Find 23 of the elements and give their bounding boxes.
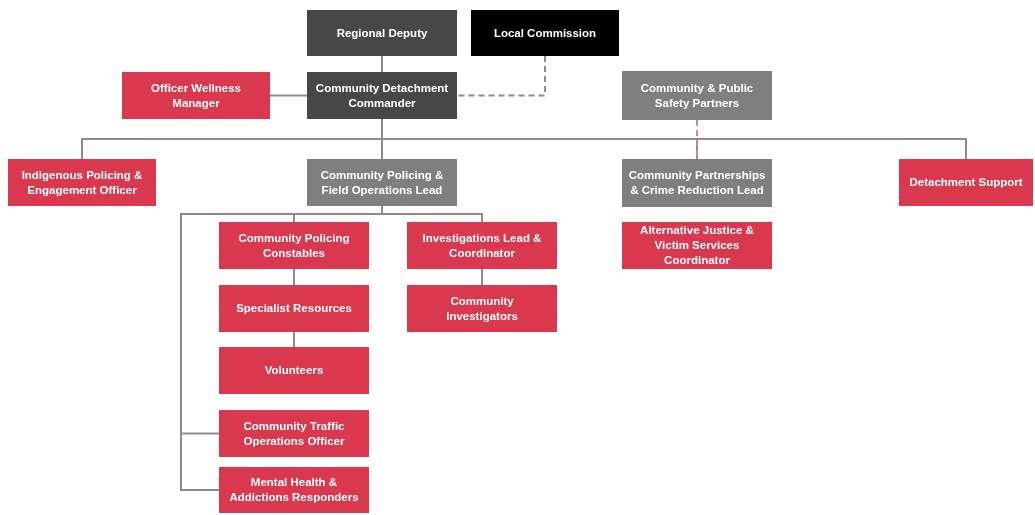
role-box: Regional Deputy [307, 10, 457, 56]
role-box: Specialist Resources [219, 285, 369, 332]
role-box: Community Investigators [407, 285, 557, 332]
role-box: Community Detachment Commander [307, 72, 457, 119]
role-box: Detachment Support [899, 159, 1033, 206]
role-box: Alternative Justice & Victim Services Coordinator [622, 222, 772, 269]
connector-line [381, 55, 383, 73]
connector-line [269, 94, 308, 97]
role-box: Community Partnerships & Crime Reduction Lead [622, 159, 772, 207]
connector-line [481, 268, 483, 286]
role-box: Community Policing & Field Operations Lead [307, 159, 457, 206]
connector-line [293, 331, 295, 348]
role-box: Indigenous Policing & Engagement Officer [8, 159, 156, 206]
role-box: Mental Health & Addictions Responders [219, 467, 369, 513]
role-box: Community Traffic Operations Officer [219, 410, 369, 457]
role-box: Investigations Lead & Coordinator [407, 222, 557, 269]
role-box: Community & Public Safety Partners [622, 71, 772, 120]
dashed-connector [456, 55, 546, 97]
role-box: Local Commission [471, 10, 619, 56]
role-box: Officer Wellness Manager [122, 72, 270, 119]
role-box: Community Policing Constables [219, 222, 369, 269]
role-box: Volunteers [219, 347, 369, 394]
connector-line [293, 268, 295, 286]
